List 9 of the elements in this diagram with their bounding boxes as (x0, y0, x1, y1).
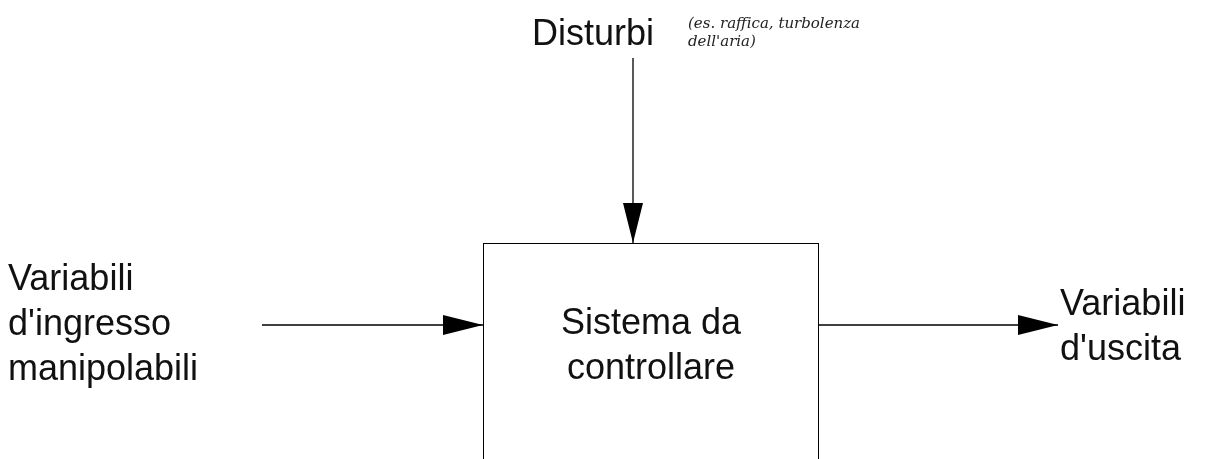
node-label: Variabili d'ingresso manipolabili (8, 256, 200, 390)
arrow (623, 57, 643, 244)
node-label: Variabili d'uscita (1060, 281, 1187, 370)
node-label: Disturbi (532, 11, 656, 55)
box-label: Sistema da controllare (559, 300, 743, 389)
arrow (261, 315, 484, 335)
process-box (483, 243, 819, 459)
arrow (818, 315, 1059, 335)
handwritten-note: (es. raffica, turbolenza dell'aria) (688, 14, 862, 50)
